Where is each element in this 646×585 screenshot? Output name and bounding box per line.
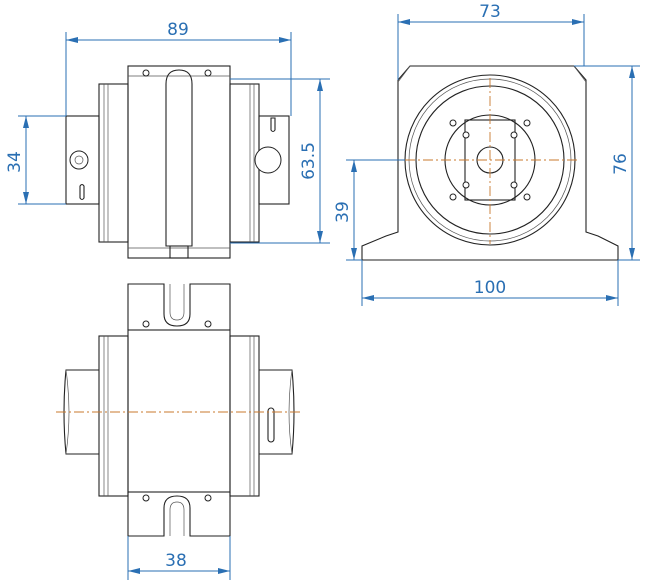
dim-bottom-slot-width: 38 (165, 551, 187, 571)
bottom-view-dimensions: 38 (127, 536, 231, 580)
side-view-dimensions: 89 63.5 34 (5, 20, 330, 244)
front-view (361, 65, 619, 261)
dim-front-height: 76 (611, 153, 631, 175)
front-view-dimensions: 73 76 39 100 (333, 2, 640, 306)
bottom-view (56, 283, 302, 537)
dim-front-width: 73 (479, 2, 501, 22)
dim-base-width: 100 (474, 278, 506, 298)
side-view (65, 65, 290, 259)
dim-side-shaft-height: 34 (5, 151, 25, 173)
dim-front-center-height: 39 (333, 201, 353, 223)
dim-side-width: 89 (167, 20, 189, 40)
dim-side-height: 63.5 (299, 142, 319, 180)
